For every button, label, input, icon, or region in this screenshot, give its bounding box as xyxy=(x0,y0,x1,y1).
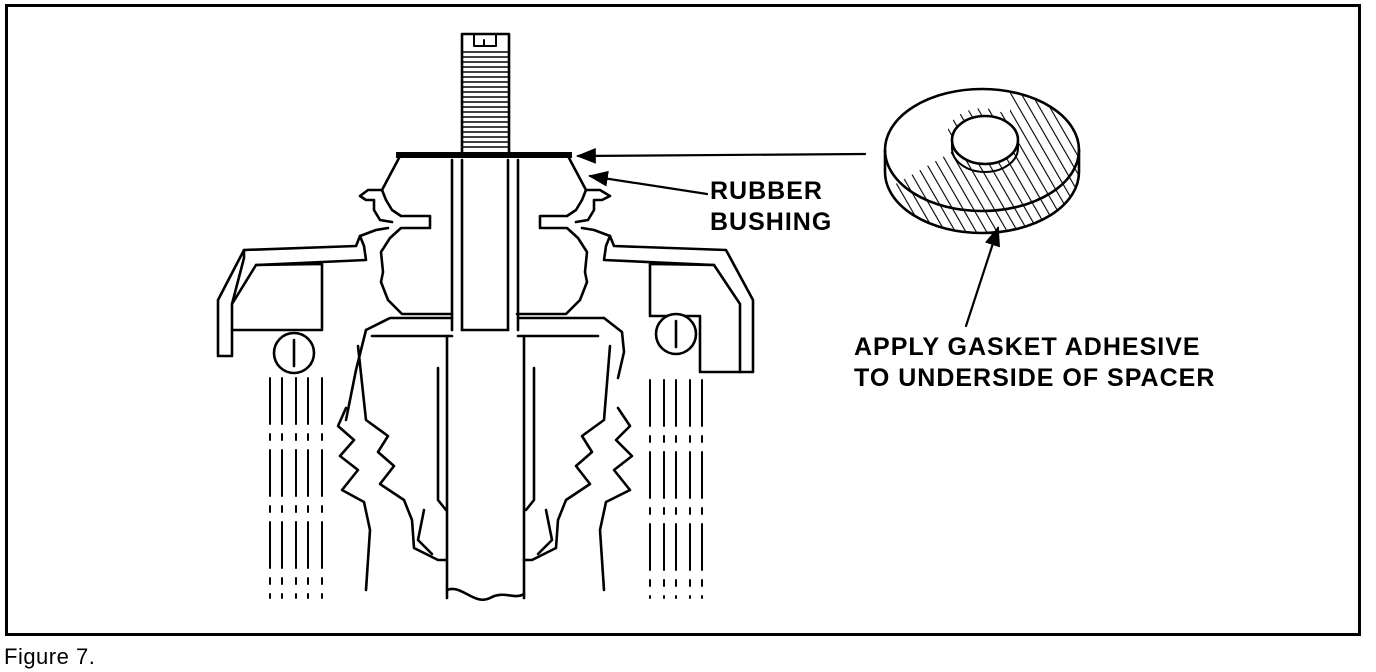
gasket-adhesive-label-line-2: TO UNDERSIDE OF SPACER xyxy=(854,364,1216,392)
coil-spring-outline xyxy=(269,377,703,599)
figure-caption: Figure 7. xyxy=(4,644,96,669)
spacer-plate xyxy=(396,152,572,158)
rubber-bushing-label-line-2: BUSHING xyxy=(710,208,833,236)
bearing xyxy=(272,312,698,375)
spacer-washer xyxy=(883,87,1081,235)
piston-rod xyxy=(450,158,520,332)
lower-mount-cup xyxy=(344,316,626,422)
rubber-bushing xyxy=(358,156,612,316)
dust-boot xyxy=(336,344,634,592)
leader-lines xyxy=(576,147,1000,328)
damper-body xyxy=(436,334,536,602)
threaded-stud xyxy=(460,32,511,156)
rubber-bushing-label-line-1: RUBBER xyxy=(710,177,823,205)
rubber-bushing-label: RUBBER BUSHING xyxy=(710,176,832,238)
gasket-adhesive-label: APPLY GASKET ADHESIVE TO UNDERSIDE OF SP… xyxy=(854,332,1215,394)
gasket-adhesive-label-line-1: APPLY GASKET ADHESIVE xyxy=(854,333,1201,361)
